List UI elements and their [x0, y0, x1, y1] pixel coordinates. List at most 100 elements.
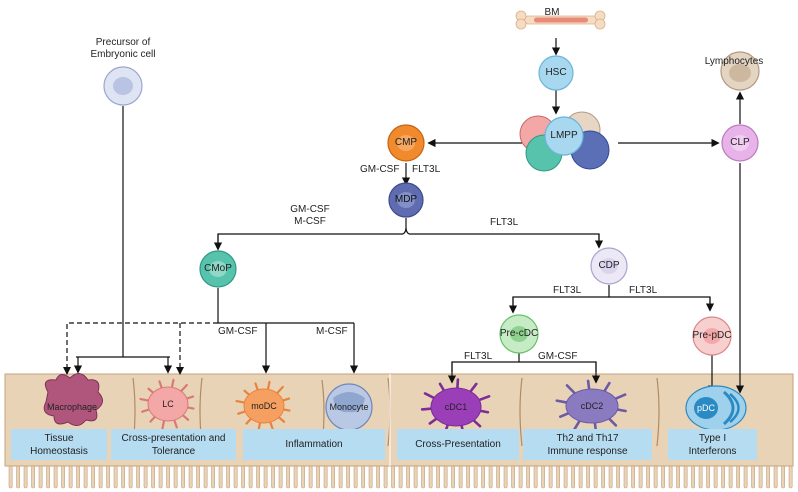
mdp-cell [388, 182, 424, 218]
villus [706, 465, 711, 489]
villus [143, 465, 148, 489]
villus [301, 465, 306, 489]
clp-label: CLP [730, 137, 750, 148]
factor-cmop-gmcsf: GM-CSF [218, 326, 258, 337]
villus [316, 465, 321, 489]
villus [361, 465, 366, 489]
lineage-arrows [73, 38, 745, 394]
villus [751, 465, 756, 489]
villus [436, 465, 441, 489]
villus [188, 465, 193, 489]
villus [503, 465, 508, 489]
cmop-dashed-arrows [66, 322, 218, 368]
cdc2-label: cDC2 [580, 401, 604, 411]
villus [668, 465, 673, 489]
villus [526, 465, 531, 489]
villus [713, 465, 718, 489]
macrophage-label: Macrophage [46, 402, 98, 412]
factor-cmp-flt3l: FLT3L [412, 164, 441, 175]
villus [698, 465, 703, 489]
pdc-cell [685, 385, 747, 431]
villus [631, 465, 636, 489]
cdc1-label: cDC1 [444, 402, 468, 412]
villus [638, 465, 643, 489]
villus [721, 465, 726, 489]
villus [286, 465, 291, 489]
villus [533, 465, 538, 489]
villus [68, 465, 73, 489]
macrophage-cell [43, 373, 103, 426]
villus [38, 465, 43, 489]
villus [113, 465, 118, 489]
villus [376, 465, 381, 489]
villus [263, 465, 268, 489]
lymphocyte-cell [720, 51, 760, 91]
villus [451, 465, 456, 489]
villus [443, 465, 448, 489]
function-cross-presentation: Cross-Presentation [397, 429, 519, 460]
villus [196, 465, 201, 489]
villus [233, 465, 238, 489]
hsc-label: HSC [545, 67, 567, 78]
cmp-cell [387, 124, 425, 162]
villus [338, 465, 343, 489]
factor-cdp-left: FLT3L [553, 285, 582, 296]
villus [571, 465, 576, 489]
mdp-label: MDP [394, 194, 418, 205]
villus [226, 465, 231, 489]
embryonic-precursor-label: Precursor of Embryonic cell [90, 37, 156, 60]
villus [683, 465, 688, 489]
villus [383, 465, 388, 489]
villus [578, 465, 583, 489]
villus [121, 465, 126, 489]
cdc2-cell [555, 379, 627, 435]
villus [608, 465, 613, 489]
villus [158, 465, 163, 489]
villus [353, 465, 358, 489]
villus [488, 465, 493, 489]
villus [766, 465, 771, 489]
factor-mdp-left: GM-CSF M-CSF [290, 204, 330, 227]
factor-cmop-mcsf: M-CSF [316, 326, 348, 337]
villus [781, 465, 786, 489]
villus [391, 465, 396, 489]
villus [211, 465, 216, 489]
villus [548, 465, 553, 489]
pre-pdc-cell [692, 316, 732, 356]
pre-cdc-label: Pre-cDC [499, 328, 539, 339]
villus [98, 465, 103, 489]
bone-marrow-icon [515, 10, 606, 30]
villus [91, 465, 96, 489]
villus [8, 465, 13, 489]
hsc-cell [538, 55, 574, 91]
villus [623, 465, 628, 489]
lymphocytes-label: Lymphocytes [704, 56, 764, 67]
villus [293, 465, 298, 489]
cdp-label: CDP [598, 260, 620, 271]
villus [398, 465, 403, 489]
function-cross-presentation-tolerance: Cross-presentation and Tolerance [111, 429, 236, 460]
villus [278, 465, 283, 489]
villus [173, 465, 178, 489]
villus [106, 465, 111, 489]
villus [428, 465, 433, 489]
villus [473, 465, 478, 489]
pdc-label: pDC [696, 403, 716, 413]
cmp-label: CMP [394, 137, 418, 148]
villus [743, 465, 748, 489]
villus [736, 465, 741, 489]
villus [323, 465, 328, 489]
villus [563, 465, 568, 489]
villus [128, 465, 133, 489]
villus [691, 465, 696, 489]
function-th2-th17: Th2 and Th17 Immune response [523, 429, 652, 460]
villus [151, 465, 156, 489]
villus [646, 465, 651, 489]
villus [218, 465, 223, 489]
lmpp-label: LMPP [550, 130, 578, 141]
modc-label: moDC [251, 401, 277, 411]
cmop-cell [199, 250, 237, 288]
factor-cdp-right: FLT3L [629, 285, 658, 296]
villus [331, 465, 336, 489]
villus [481, 465, 486, 489]
